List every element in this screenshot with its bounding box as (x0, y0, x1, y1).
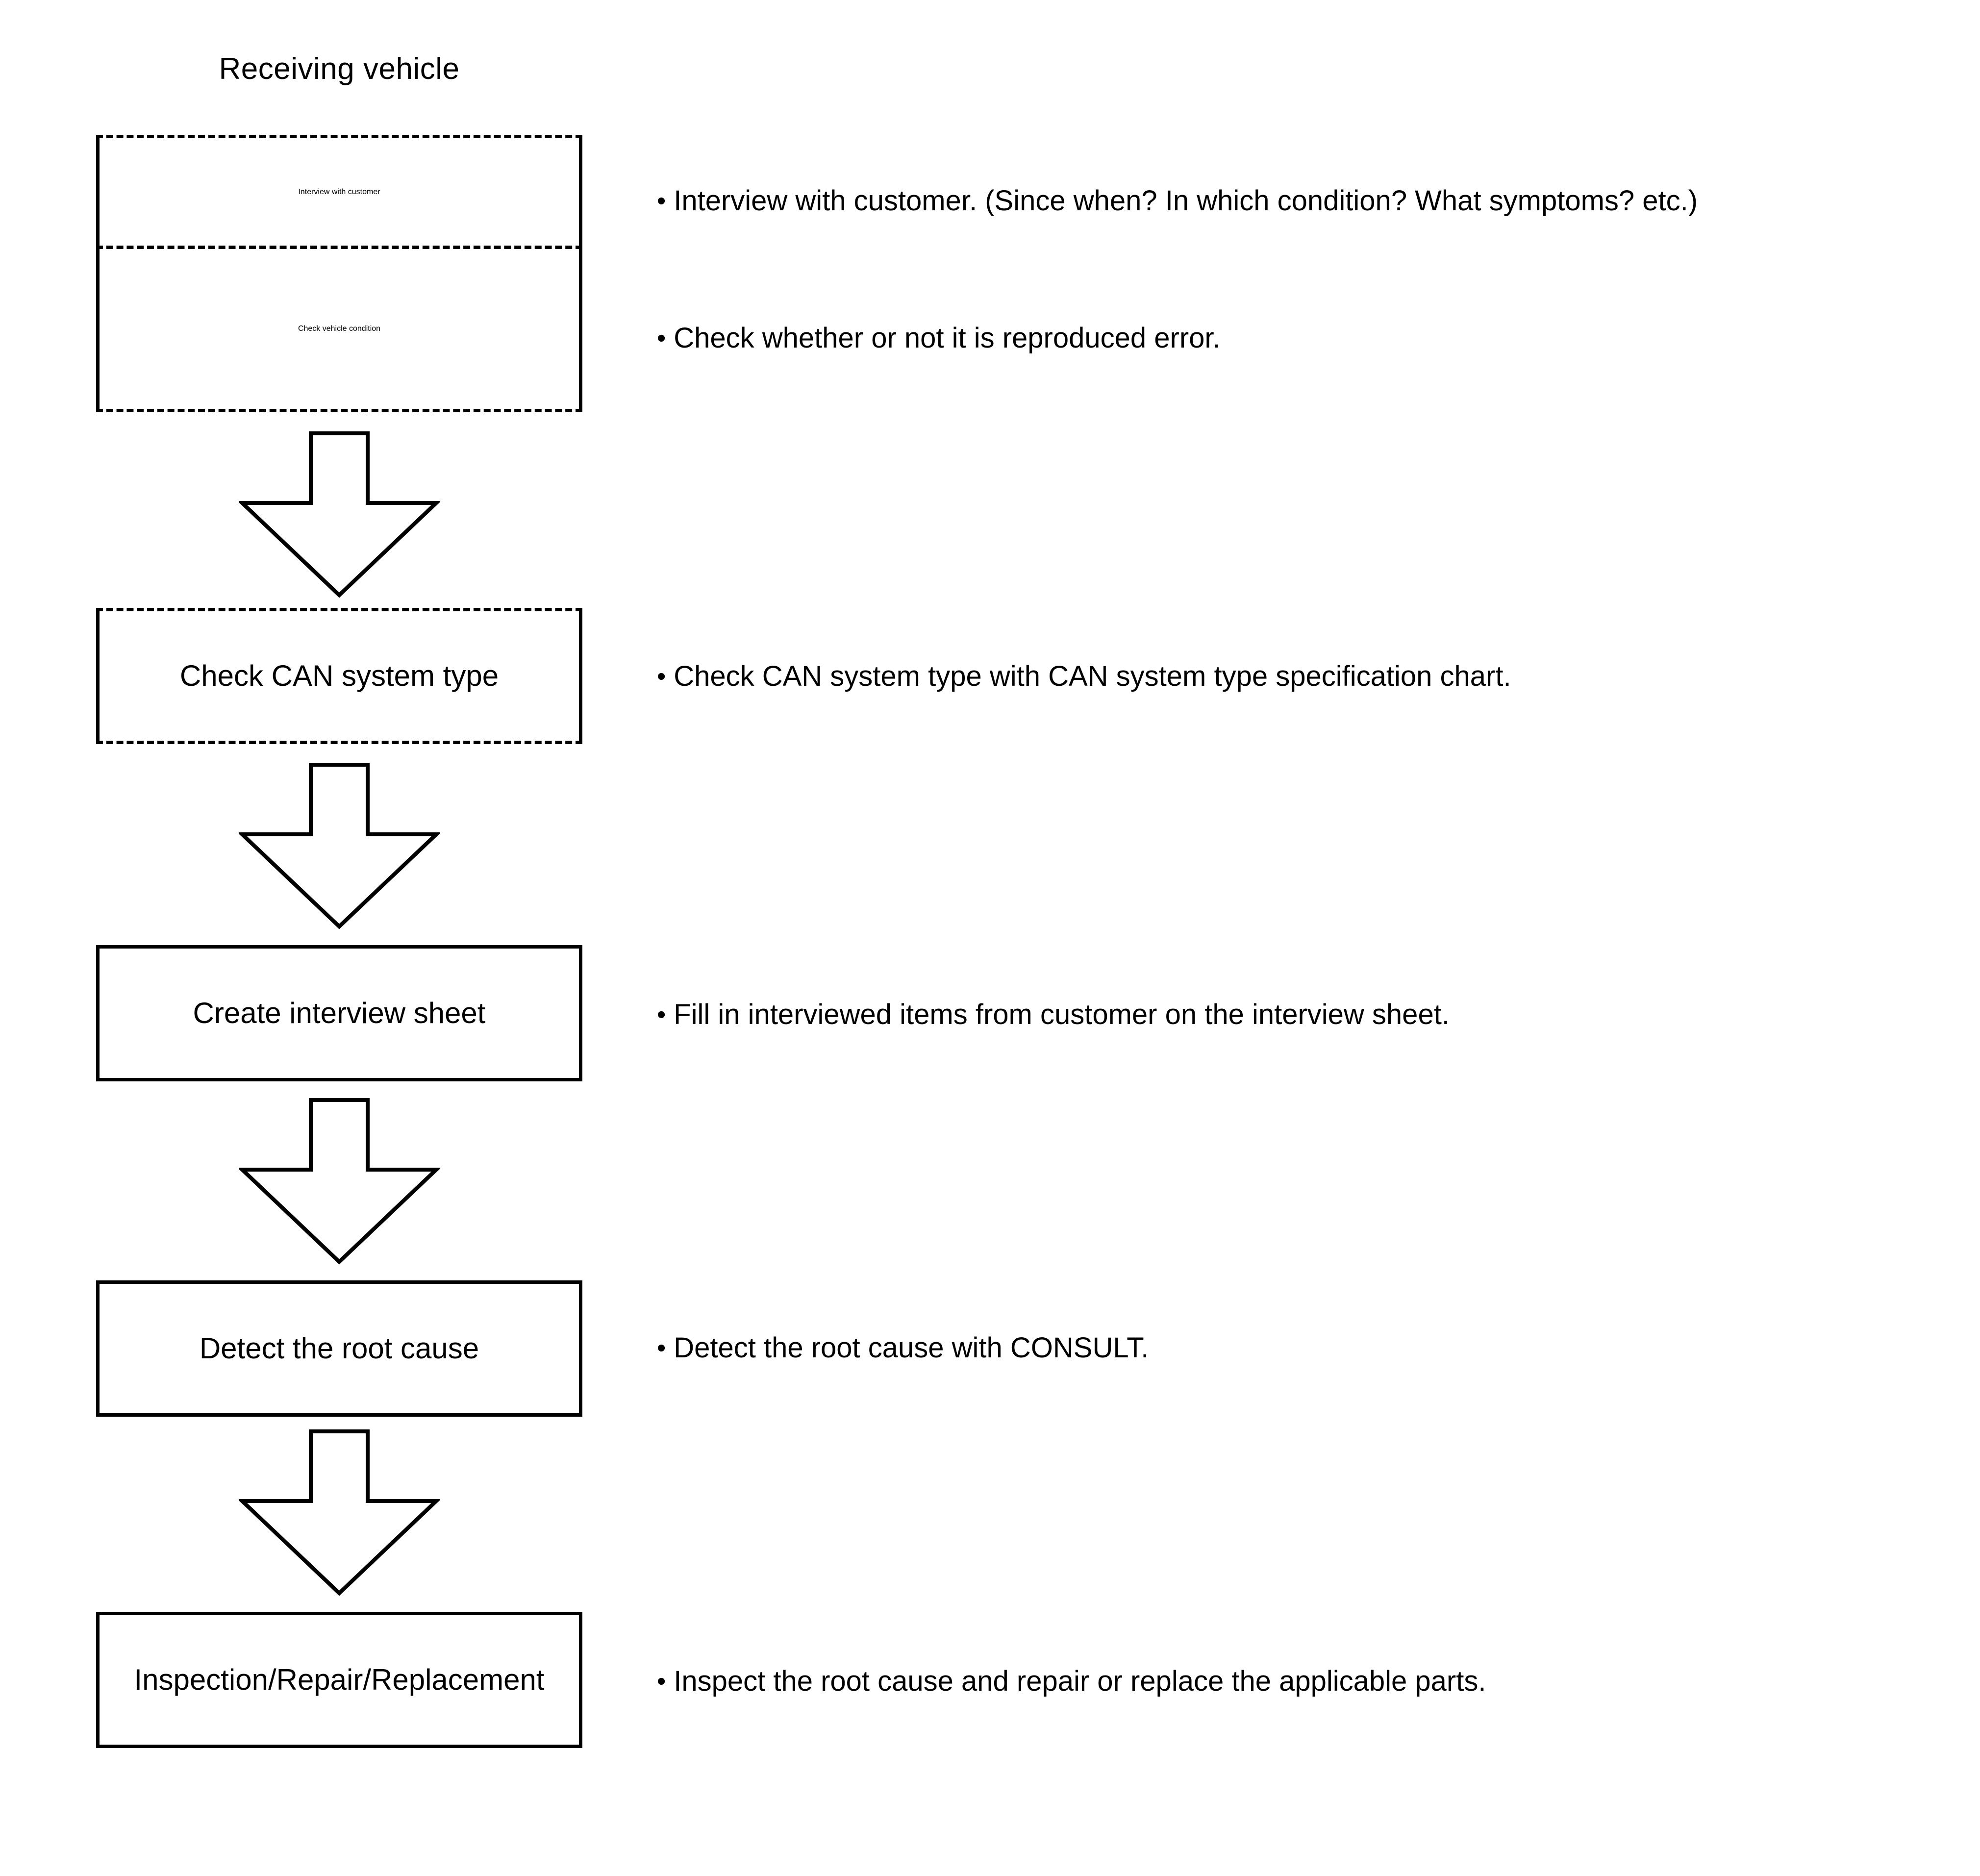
flowchart-title: Receiving vehicle (219, 52, 460, 86)
process-box-inspection-repair-replacement[interactable]: Inspection/Repair/Replacement (96, 1612, 582, 1748)
receiving-vehicle-group: Interview with customer Check vehicle co… (96, 135, 582, 412)
note-item: • Check CAN system type with CAN system … (657, 661, 1956, 692)
note-item: • Fill in interviewed items from custome… (657, 999, 1956, 1030)
flow-arrow-down-3 (239, 1098, 440, 1265)
note-text: Interview with customer. (Since when? In… (674, 185, 1698, 217)
flow-arrow-down-4 (239, 1429, 440, 1596)
flow-arrow-down-2 (239, 763, 440, 929)
process-box-label: Detect the root cause (199, 1332, 479, 1365)
bullet-icon: • (657, 662, 666, 691)
process-box-label: Create interview sheet (193, 997, 486, 1029)
notes-column: • Interview with customer. (Since when? … (657, 0, 1956, 1876)
process-box-label: Interview with customer (298, 187, 380, 196)
bullet-icon: • (657, 1001, 666, 1029)
bullet-icon: • (657, 187, 666, 215)
process-box-check-vehicle-condition[interactable]: Check vehicle condition (96, 246, 582, 412)
bullet-icon: • (657, 1334, 666, 1362)
note-text: Fill in interviewed items from customer … (674, 999, 1450, 1030)
note-item: • Interview with customer. (Since when? … (657, 185, 1956, 217)
note-item: • Inspect the root cause and repair or r… (657, 1666, 1956, 1697)
note-text: Check whether or not it is reproduced er… (674, 322, 1221, 354)
process-box-detect-the-root-cause[interactable]: Detect the root cause (96, 1280, 582, 1417)
process-box-interview-with-customer[interactable]: Interview with customer (96, 135, 582, 246)
process-box-create-interview-sheet[interactable]: Create interview sheet (96, 945, 582, 1081)
flow-arrow-down-1 (239, 431, 440, 598)
note-item: • Check whether or not it is reproduced … (657, 323, 1956, 354)
note-text: Inspect the root cause and repair or rep… (674, 1665, 1486, 1697)
process-box-check-can-system-type[interactable]: Check CAN system type (96, 608, 582, 744)
bullet-icon: • (657, 324, 666, 352)
note-text: Check CAN system type with CAN system ty… (674, 660, 1511, 692)
process-box-label: Inspection/Repair/Replacement (134, 1663, 545, 1696)
process-box-label: Check CAN system type (179, 659, 499, 692)
note-text: Detect the root cause with CONSULT. (674, 1332, 1149, 1364)
bullet-icon: • (657, 1667, 666, 1696)
process-flow-column: Receiving vehicle Interview with custome… (96, 0, 582, 1876)
note-item: • Detect the root cause with CONSULT. (657, 1332, 1956, 1364)
process-box-label: Check vehicle condition (298, 325, 381, 333)
